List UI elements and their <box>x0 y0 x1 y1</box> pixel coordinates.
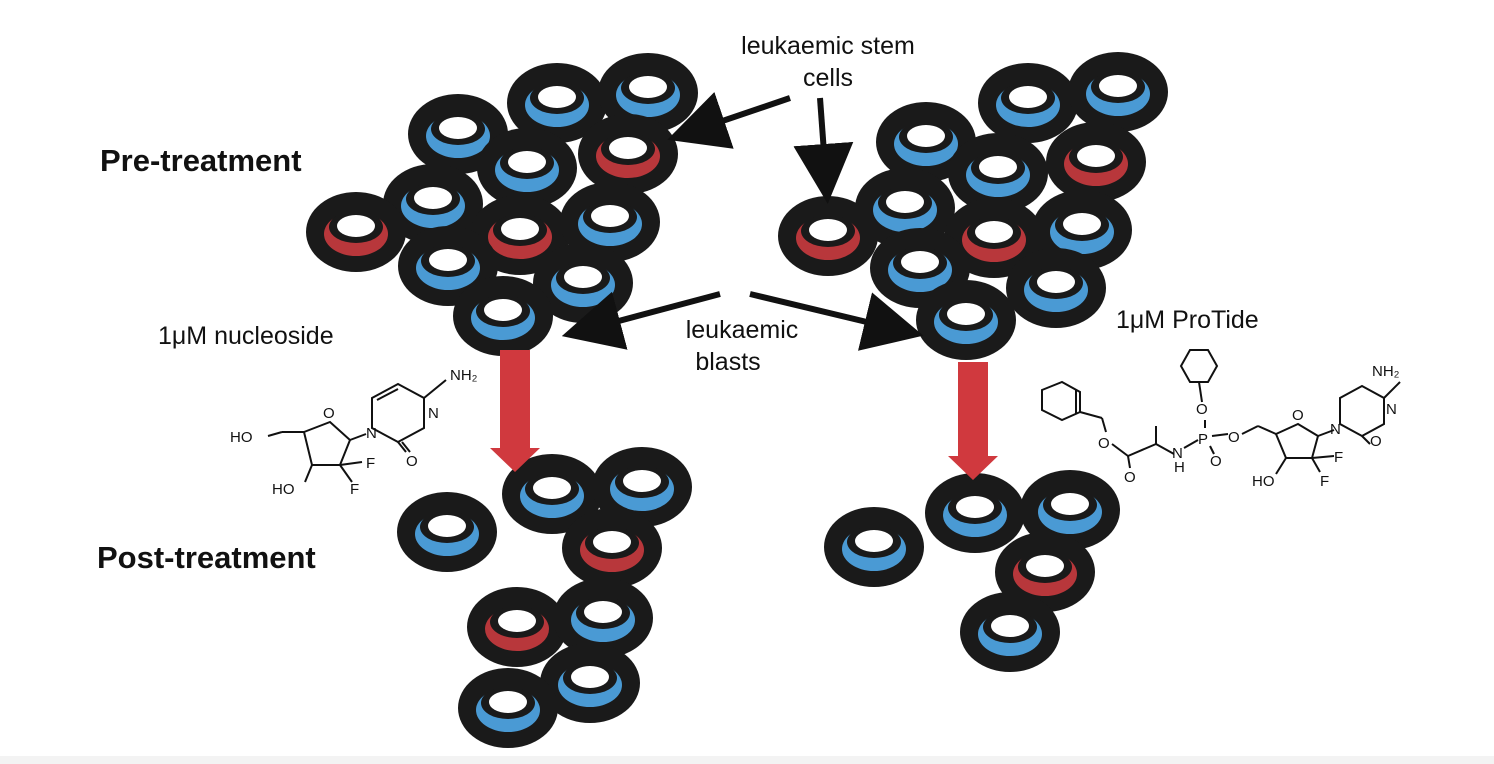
protide-nh2-group: NH₂ <box>1372 363 1400 380</box>
protide-dose-label: 1μM ProTide <box>1116 306 1259 334</box>
phenoxy-o-atom: O <box>1196 401 1208 418</box>
protide-ho-group: HO <box>1252 473 1275 490</box>
blast-cell <box>1020 470 1120 550</box>
amine-h-atom: H <box>1174 459 1185 476</box>
protide-carbonyl-o: O <box>1370 433 1382 450</box>
protide-ring-n-atom: N <box>1386 401 1397 418</box>
blast-cell <box>507 63 607 143</box>
blast-cell <box>925 473 1025 553</box>
nucleoside-structure: NH₂ N N O O HO HO F F <box>230 367 478 498</box>
stem-cell <box>944 198 1044 278</box>
blast-cell <box>960 592 1060 672</box>
blast-pointer-arrow-left <box>561 291 721 350</box>
ring-n-atom: N <box>428 405 439 422</box>
pointer-arrows <box>561 92 924 351</box>
ho-group-5: HO <box>230 429 253 446</box>
protide-ring-n1-atom: N <box>1330 421 1341 438</box>
blast-cell <box>502 454 602 534</box>
blast-cell <box>598 53 698 133</box>
stem-cells-label-line1: leukaemic stem <box>741 32 915 60</box>
treatment-arrow-protide <box>948 362 998 480</box>
ring-n1-atom: N <box>366 425 377 442</box>
ho-group-3: HO <box>272 481 295 498</box>
ester-o-atom: O <box>1098 435 1110 452</box>
blast-cell <box>916 280 1016 360</box>
stem-cell <box>578 114 678 194</box>
protide-sugar-o-atom: O <box>1292 407 1304 424</box>
fluorine-1: F <box>366 455 375 472</box>
protide-structure: O O O N H P O O O HO F F NH <box>1041 349 1401 490</box>
fluorine-2: F <box>350 481 359 498</box>
treatment-arrow-nucleoside <box>490 350 540 472</box>
blast-cell <box>592 447 692 527</box>
pre-treatment-label: Pre-treatment <box>100 143 302 178</box>
nucleoside-dose-label: 1μM nucleoside <box>158 322 334 350</box>
protide-fluorine-2: F <box>1320 473 1329 490</box>
carbonyl-o-atom: O <box>406 453 418 470</box>
blast-cell <box>824 507 924 587</box>
stem-pointer-arrow-left <box>667 92 791 149</box>
post-treatment-label: Post-treatment <box>97 540 316 575</box>
blast-cell <box>477 128 577 208</box>
stem-pointer-arrow-right <box>793 97 854 204</box>
phosphate-o-atom: O <box>1228 429 1240 446</box>
phosphoryl-o-atom: O <box>1210 453 1222 470</box>
cells-layer <box>306 52 1168 748</box>
blast-cell <box>1006 248 1106 328</box>
blast-cell <box>1068 52 1168 132</box>
stem-cell <box>995 532 1095 612</box>
blast-cell <box>553 578 653 658</box>
blast-pointer-arrow-right <box>749 291 924 351</box>
blast-cell <box>453 276 553 356</box>
stem-cell <box>306 192 406 272</box>
blast-cell <box>978 63 1078 143</box>
stem-cell <box>562 508 662 588</box>
stem-cell <box>467 587 567 667</box>
blast-cell <box>458 668 558 748</box>
phosphorus-atom: P <box>1198 431 1208 448</box>
blast-cell <box>383 164 483 244</box>
blast-cell <box>540 643 640 723</box>
sugar-o-atom: O <box>323 405 335 422</box>
footer-strip <box>0 756 1494 764</box>
blast-cell <box>855 168 955 248</box>
blast-cell <box>397 492 497 572</box>
stem-cell <box>778 196 878 276</box>
blasts-label-line1: leukaemic <box>686 316 799 344</box>
stem-cell <box>1046 122 1146 202</box>
blasts-label-line2: blasts <box>695 348 760 376</box>
protide-fluorine-1: F <box>1334 449 1343 466</box>
blast-cell <box>948 133 1048 213</box>
nh2-group: NH₂ <box>450 367 478 384</box>
carbonyl-o-atom-protide: O <box>1124 469 1136 486</box>
blast-cell <box>560 182 660 262</box>
stem-cells-label-line2: cells <box>803 64 853 92</box>
amine-n-atom: N <box>1172 445 1183 462</box>
